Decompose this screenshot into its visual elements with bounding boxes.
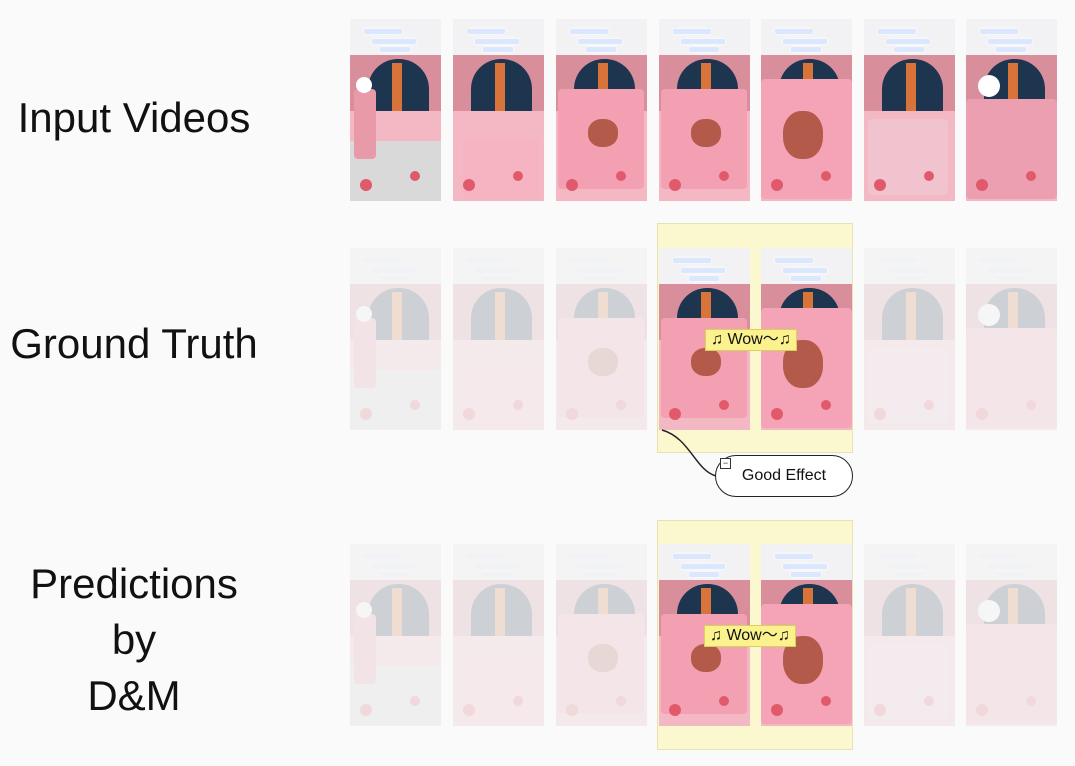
video-frame [350, 544, 441, 726]
wow-label-ground-truth: ♫ Wow～♫ [705, 329, 797, 351]
collapse-icon[interactable]: − [720, 458, 731, 469]
video-frame [453, 19, 544, 201]
row-label-ground-truth: Ground Truth [10, 320, 258, 367]
video-frame [350, 19, 441, 201]
video-frame [350, 248, 441, 430]
video-frame [453, 544, 544, 726]
video-frame [453, 248, 544, 430]
video-frame [966, 19, 1057, 201]
video-frame [556, 19, 647, 201]
video-frame [556, 544, 647, 726]
video-frame [659, 19, 750, 201]
row-label-input: Input Videos [17, 94, 251, 141]
video-frame [966, 544, 1057, 726]
callout-text: Good Effect [741, 467, 827, 484]
good-effect-callout: Good Effect [715, 455, 853, 497]
wow-label-prediction: ♫ Wow～♫ [704, 625, 796, 647]
video-frame [864, 544, 955, 726]
video-frame [864, 248, 955, 430]
row-label-predictions: Predictions by D&M [30, 560, 238, 719]
video-frame [761, 19, 852, 201]
video-frame [659, 248, 750, 430]
video-frame [864, 19, 955, 201]
video-frame [556, 248, 647, 430]
video-frame [966, 248, 1057, 430]
